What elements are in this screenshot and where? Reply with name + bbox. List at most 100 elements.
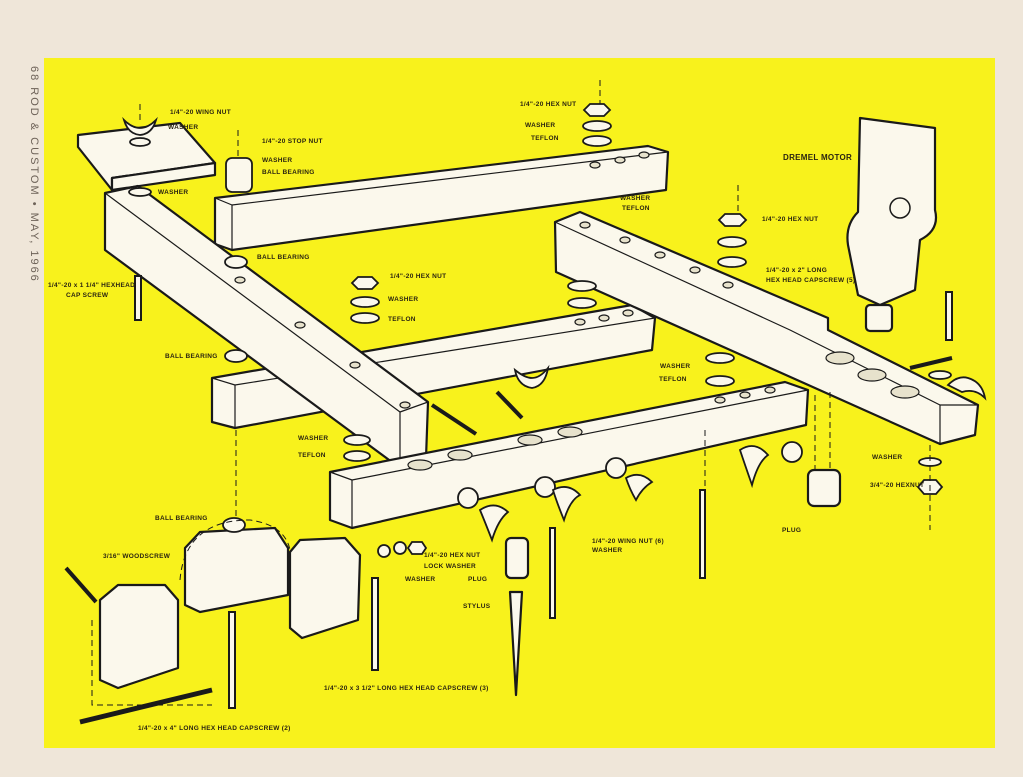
diagram-line — [294, 321, 306, 329]
pivot-block-right — [288, 536, 362, 640]
wing-nut — [551, 486, 582, 523]
diagram-line — [407, 459, 433, 471]
label-ball-bearing: BALL BEARING — [155, 515, 208, 522]
cap-screw-horiz — [909, 356, 953, 370]
label-lock-washer: LOCK WASHER — [424, 563, 477, 570]
diagram-drawing — [64, 80, 987, 725]
label-wing-nut-6: 1/4"-20 WING NUT (6) — [592, 538, 664, 545]
washer — [343, 450, 371, 462]
hex-nut — [582, 103, 612, 117]
washer — [717, 236, 747, 248]
label-washer: WASHER — [660, 363, 691, 370]
washer — [705, 375, 735, 387]
stop-nut — [225, 157, 253, 193]
washer — [129, 137, 151, 147]
label-teflon: TEFLON — [298, 452, 326, 459]
cap-screw — [228, 611, 236, 709]
stylus — [508, 590, 524, 697]
washer — [705, 352, 735, 364]
label-teflon: TEFLON — [388, 316, 416, 323]
label-capscrew-2in: 1/4"-20 x 2" LONG — [766, 267, 828, 274]
diagram-line — [517, 434, 543, 446]
ball-bearing — [224, 349, 248, 363]
cap-screw-diag — [430, 403, 478, 436]
label-teflon: TEFLON — [531, 135, 559, 142]
washer — [781, 441, 803, 463]
cap-screw — [371, 577, 379, 671]
exploded-diagram: 1/4"-20 WING NUT WASHER 1/4"-20 STOP NUT… — [44, 58, 995, 748]
lock-washer — [393, 541, 407, 555]
label-washer: WASHER — [298, 435, 329, 442]
washer — [567, 280, 597, 292]
shape-group — [76, 116, 980, 697]
diagram-line — [589, 161, 601, 169]
diagram-line — [598, 314, 610, 322]
washer — [377, 544, 391, 558]
cap-screw-diag — [495, 390, 524, 420]
washer — [567, 297, 597, 309]
assembly-lines — [91, 80, 931, 706]
screws — [64, 275, 953, 725]
diagram-line — [91, 620, 212, 706]
label-wing-nut: 1/4"-20 WING NUT — [170, 109, 231, 116]
washer — [717, 256, 747, 268]
plug-right — [806, 468, 842, 508]
diagram-line — [638, 151, 650, 159]
diagram-line — [654, 251, 666, 259]
pivot-block-center — [183, 526, 290, 614]
washer — [582, 120, 612, 132]
diagram-line — [554, 221, 978, 406]
label-capscrew-3-5: 1/4"-20 x 3 1/2" LONG HEX HEAD CAPSCREW … — [324, 685, 489, 692]
washer — [582, 135, 612, 147]
cap-screw — [549, 527, 556, 619]
diagram-line — [399, 401, 411, 409]
label-teflon: TEFLON — [659, 376, 687, 383]
label-dremel-motor: DREMEL MOTOR — [783, 153, 853, 162]
label-washer: WASHER — [405, 576, 436, 583]
diagram-line — [614, 156, 626, 164]
label-ball-bearing: BALL BEARING — [165, 353, 218, 360]
label-hexnut: 3/4"-20 HEXNUT — [870, 482, 925, 489]
wing-nut — [513, 364, 550, 389]
label-washer: WASHER — [262, 157, 293, 164]
page-spine-text: 68 ROD & CUSTOM • MAY, 1966 — [28, 66, 40, 283]
wing-nut — [478, 504, 510, 543]
cap-screw — [134, 275, 142, 321]
wing-nut — [624, 473, 654, 502]
hex-nut — [406, 541, 428, 555]
diagram-line — [622, 309, 634, 317]
label-ball-bearing: BALL BEARING — [262, 169, 315, 176]
label-plug: PLUG — [468, 576, 488, 583]
diagram-line — [714, 396, 726, 404]
diagram-line — [889, 197, 911, 219]
washer — [128, 187, 152, 197]
diagram-line — [619, 236, 631, 244]
diagram-line — [764, 386, 776, 394]
label-hex-nut: 1/4"-20 HEX NUT — [762, 216, 819, 223]
dremel-chuck — [864, 303, 894, 333]
cap-screw — [945, 291, 953, 341]
label-washer: WASHER — [388, 296, 419, 303]
diagram-line — [739, 391, 751, 399]
ball-bearing — [224, 255, 248, 269]
label-cap-screw-2: CAP SCREW — [66, 292, 109, 299]
diagram-line — [574, 318, 586, 326]
hex-nut — [350, 276, 380, 290]
washer — [534, 476, 556, 498]
washers — [122, 103, 987, 558]
washer — [457, 487, 479, 509]
label-hex-nut: 1/4"-20 HEX NUT — [390, 273, 447, 280]
label-plug: PLUG — [782, 527, 802, 534]
washer — [605, 457, 627, 479]
label-washer: WASHER — [620, 195, 651, 202]
diagram-line — [349, 361, 361, 369]
wing-nut — [738, 445, 770, 489]
cap-screw — [699, 489, 706, 579]
diagram-line — [689, 266, 701, 274]
diagram-line — [179, 519, 291, 581]
washer — [343, 434, 371, 446]
label-woodscrew: 3/16" WOODSCREW — [103, 553, 171, 560]
pivot-block-left — [98, 583, 180, 690]
diagram-line — [579, 221, 591, 229]
label-hex-nut: 1/4"-20 HEX NUT — [424, 552, 481, 559]
